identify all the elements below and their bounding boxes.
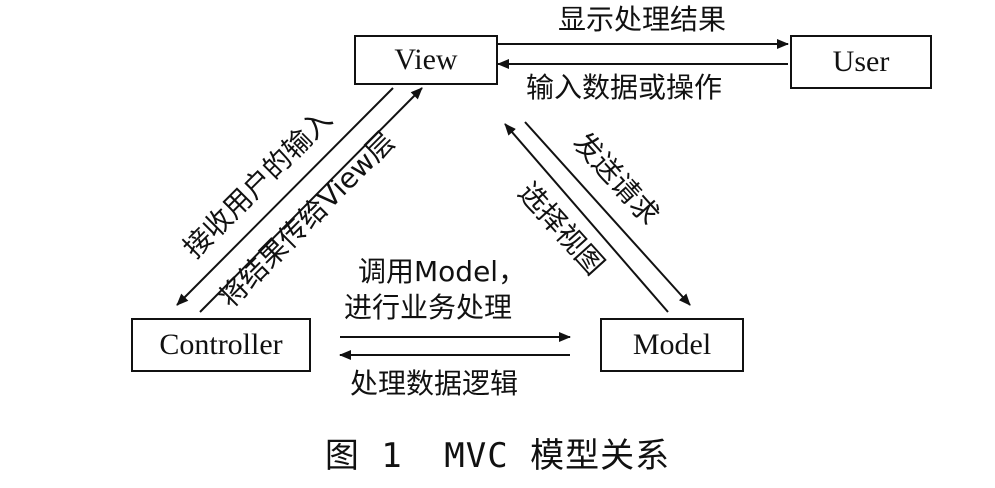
controller-node-label: Controller xyxy=(159,328,283,361)
view-node-label: View xyxy=(394,43,458,76)
figure-number: 图 1 xyxy=(324,436,403,476)
arrow-model-to-view xyxy=(504,123,669,313)
view-node: View xyxy=(354,35,498,85)
figure-caption: 图 1 MVC 模型关系 xyxy=(0,428,995,477)
controller-node: Controller xyxy=(131,318,311,372)
user-node-label: User xyxy=(832,45,890,78)
arrow-controller-to-view xyxy=(199,87,423,313)
label-user-to-view: 输入数据或操作 xyxy=(526,71,723,104)
user-node: User xyxy=(790,35,932,89)
arrow-view-to-controller xyxy=(176,87,394,306)
model-node-label: Model xyxy=(632,328,712,361)
label-controller-to-model-line1: 调用Model， xyxy=(358,255,527,288)
arrow-view-to-model xyxy=(524,121,691,306)
label-model-to-controller: 处理数据逻辑 xyxy=(350,367,519,400)
label-controller-to-model-line2: 进行业务处理 xyxy=(344,291,513,324)
label-view-to-user: 显示处理结果 xyxy=(558,3,727,36)
figure-title: MVC 模型关系 xyxy=(444,436,671,476)
model-node: Model xyxy=(600,318,744,372)
